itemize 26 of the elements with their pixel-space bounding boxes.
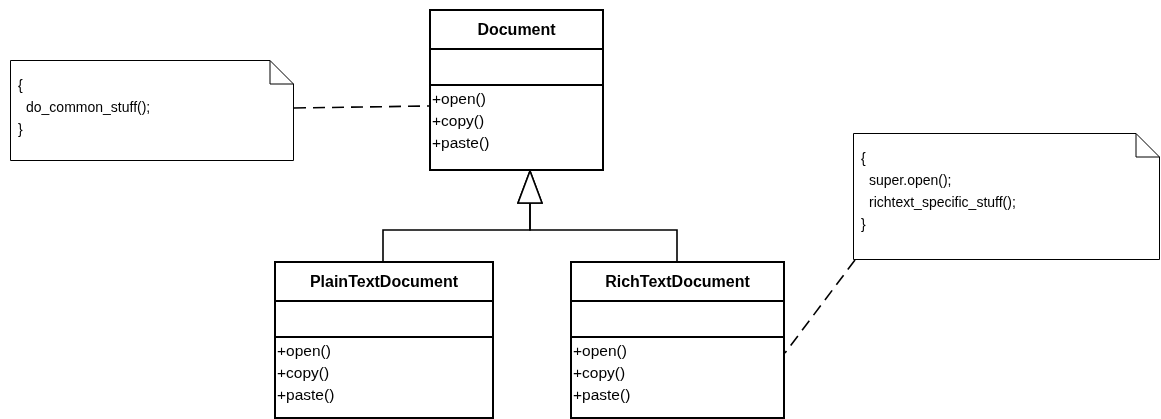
generalization-arrow (517, 170, 678, 262)
note-shape (10, 60, 294, 161)
method-label: +open() (573, 342, 627, 359)
method-label: +copy() (277, 364, 330, 381)
class-box (570, 261, 785, 419)
class-box (274, 261, 494, 419)
note-link (293, 105, 430, 109)
method-label: +open() (432, 90, 486, 107)
method-label: +open() (277, 342, 331, 359)
code-line: { (861, 150, 866, 166)
class-name: RichTextDocument (605, 272, 750, 291)
note-shape (853, 133, 1160, 260)
code-line: do_common_stuff(); (26, 99, 151, 115)
class-name: PlainTextDocument (309, 272, 459, 291)
code-line: { (18, 77, 23, 93)
code-line: } (861, 216, 866, 232)
method-label: +copy() (432, 112, 485, 129)
class-box (429, 9, 604, 171)
code-line: super.open(); (869, 172, 952, 188)
method-label: +paste() (277, 386, 335, 403)
method-label: +paste() (573, 386, 631, 403)
code-line: } (18, 121, 23, 137)
method-label: +copy() (573, 364, 626, 381)
method-label: +paste() (432, 134, 490, 151)
class-name: Document (477, 20, 556, 39)
code-line: richtext_specific_stuff(); (869, 194, 1016, 210)
